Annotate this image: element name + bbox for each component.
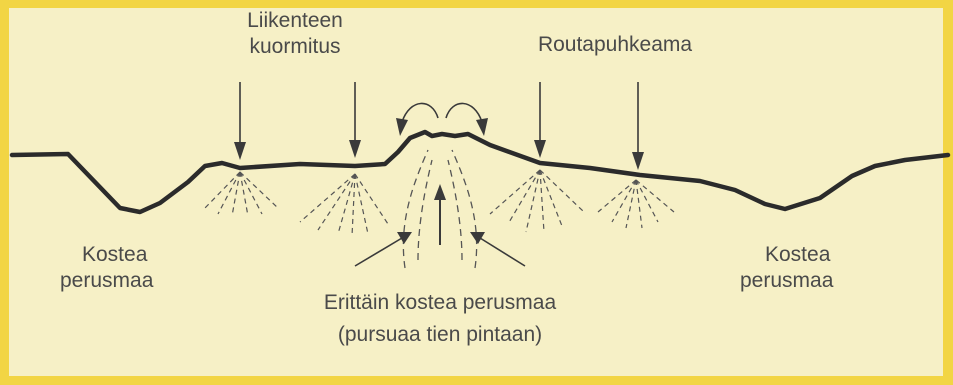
label-traffic-load-line1: Liikenteen [225, 8, 365, 34]
stress-fan-1 [205, 172, 278, 216]
label-very-moist: Erittäin kostea perusmaa (pursuaa tien p… [290, 290, 590, 348]
stress-fan-2 [300, 174, 388, 236]
label-moist-left: Kostea perusmaa [60, 242, 200, 294]
load-arrows [234, 82, 644, 170]
arrow-load-1-head [234, 142, 246, 160]
label-very-moist-line2: (pursuaa tien pintaan) [290, 322, 590, 348]
label-frost-heave-text: Routapuhkeama [505, 32, 725, 58]
upward-arrow [434, 184, 446, 245]
label-moist-left-line2: perusmaa [60, 268, 200, 294]
curved-arrow-left [402, 103, 438, 122]
stress-fan-3 [490, 170, 584, 232]
label-traffic-load-line2: kuormitus [225, 34, 365, 60]
label-frost-heave: Routapuhkeama [505, 32, 725, 58]
stress-fan-4 [598, 180, 674, 228]
label-moist-right: Kostea perusmaa [740, 242, 880, 294]
arrow-load-2-head [349, 140, 361, 158]
label-very-moist-line1: Erittäin kostea perusmaa [290, 290, 590, 316]
label-moist-left-line1: Kostea [60, 242, 200, 268]
ground-profile [12, 132, 948, 212]
arrow-in-left [355, 238, 402, 266]
arrow-load-3-head [534, 140, 546, 158]
arrow-in-right [480, 238, 525, 266]
label-moist-right-line1: Kostea [740, 242, 880, 268]
label-moist-right-line2: perusmaa [740, 268, 880, 294]
heave-curved-arrows [396, 103, 488, 136]
label-traffic-load: Liikenteen kuormitus [225, 8, 365, 60]
arrow-load-4-head [632, 152, 644, 170]
curved-arrow-right [446, 103, 482, 122]
